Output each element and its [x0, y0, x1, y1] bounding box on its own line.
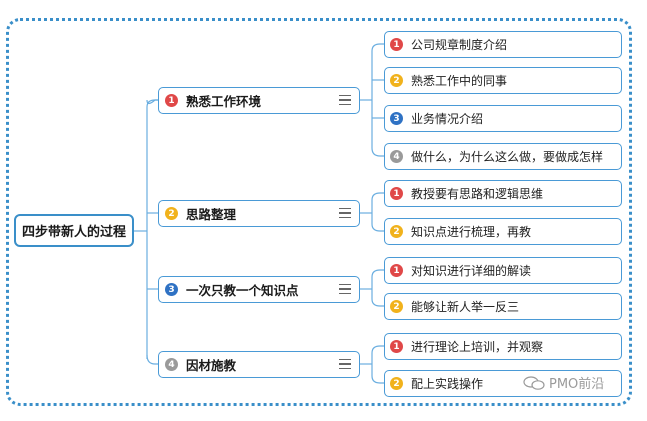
leaf-node-label: 熟悉工作中的同事	[411, 74, 508, 88]
priority-2-icon: 2	[390, 300, 403, 313]
priority-1-icon: 1	[390, 340, 403, 353]
notes-icon[interactable]	[339, 284, 351, 295]
leaf-node[interactable]: 2 熟悉工作中的同事	[384, 67, 622, 94]
watermark: PMO前沿	[523, 373, 604, 392]
connector-b4-leaf1	[371, 345, 384, 354]
leaf-node-label: 进行理论上培训，并观察	[411, 340, 544, 354]
priority-1-icon: 1	[390, 187, 403, 200]
connector-b2-leaf1	[371, 192, 384, 201]
priority-2-icon: 2	[390, 377, 403, 390]
priority-1-icon: 1	[390, 264, 403, 277]
leaf-node[interactable]: 2 配上实践操作	[384, 370, 622, 397]
priority-2-icon: 2	[390, 74, 403, 87]
root-node-label: 四步带新人的过程	[21, 225, 126, 240]
leaf-node[interactable]: 4 做什么，为什么这么做，要做成怎样	[384, 143, 622, 170]
connector-b4-leaf2	[371, 375, 384, 384]
connector-b2-leaf2	[371, 223, 384, 232]
root-node[interactable]: 四步带新人的过程	[14, 214, 134, 247]
priority-3-icon: 3	[390, 112, 403, 125]
leaf-node[interactable]: 2 知识点进行梳理，再教	[384, 218, 622, 245]
leaf-node-label: 做什么，为什么这么做，要做成怎样	[411, 150, 604, 164]
leaf-node[interactable]: 1 教授要有思路和逻辑思维	[384, 180, 622, 207]
connector-root-branch-1b	[146, 99, 158, 108]
priority-4-icon: 4	[165, 358, 178, 371]
leaf-node[interactable]: 1 进行理论上培训，并观察	[384, 333, 622, 360]
leaf-node-label: 业务情况介绍	[411, 112, 484, 126]
branch-node-1[interactable]: 1 熟悉工作环境	[158, 87, 360, 114]
notes-icon[interactable]	[339, 95, 351, 106]
priority-4-icon: 4	[390, 150, 403, 163]
branch-node-label: 因材施教	[186, 358, 237, 373]
connector-b3-leaf2	[371, 298, 384, 307]
priority-2-icon: 2	[390, 225, 403, 238]
priority-1-icon: 1	[390, 38, 403, 51]
connector-b1-leaf4	[371, 147, 384, 157]
branch-node-label: 思路整理	[186, 207, 237, 222]
leaf-node-label: 配上实践操作	[411, 377, 484, 391]
notes-icon[interactable]	[339, 359, 351, 370]
branch-node-3[interactable]: 3 一次只教一个知识点	[158, 276, 360, 303]
leaf-node-label: 能够让新人举一反三	[411, 300, 520, 314]
mindmap-frame	[6, 18, 632, 406]
priority-2-icon: 2	[165, 207, 178, 220]
connector-b1-leaf1	[371, 43, 384, 52]
connector-b3-leaf1	[371, 269, 384, 278]
leaf-node[interactable]: 2 能够让新人举一反三	[384, 293, 622, 320]
leaf-node[interactable]: 1 对知识进行详细的解读	[384, 257, 622, 284]
branch-node-4[interactable]: 4 因材施教	[158, 351, 360, 378]
branch-node-2[interactable]: 2 思路整理	[158, 200, 360, 227]
leaf-node-label: 教授要有思路和逻辑思维	[411, 187, 544, 201]
notes-icon[interactable]	[339, 208, 351, 219]
priority-1-icon: 1	[165, 94, 178, 107]
leaf-node-label: 对知识进行详细的解读	[411, 264, 532, 278]
branch-node-label: 熟悉工作环境	[186, 94, 262, 109]
leaf-node-label: 公司规章制度介绍	[411, 38, 508, 52]
leaf-node[interactable]: 1 公司规章制度介绍	[384, 31, 622, 58]
branch-node-label: 一次只教一个知识点	[186, 283, 299, 298]
connector-root-branch-4	[146, 354, 158, 365]
priority-3-icon: 3	[165, 283, 178, 296]
watermark-text: PMO前沿	[549, 377, 605, 392]
wechat-icon	[523, 375, 545, 390]
leaf-node-label: 知识点进行梳理，再教	[411, 225, 532, 239]
leaf-node[interactable]: 3 业务情况介绍	[384, 105, 622, 132]
